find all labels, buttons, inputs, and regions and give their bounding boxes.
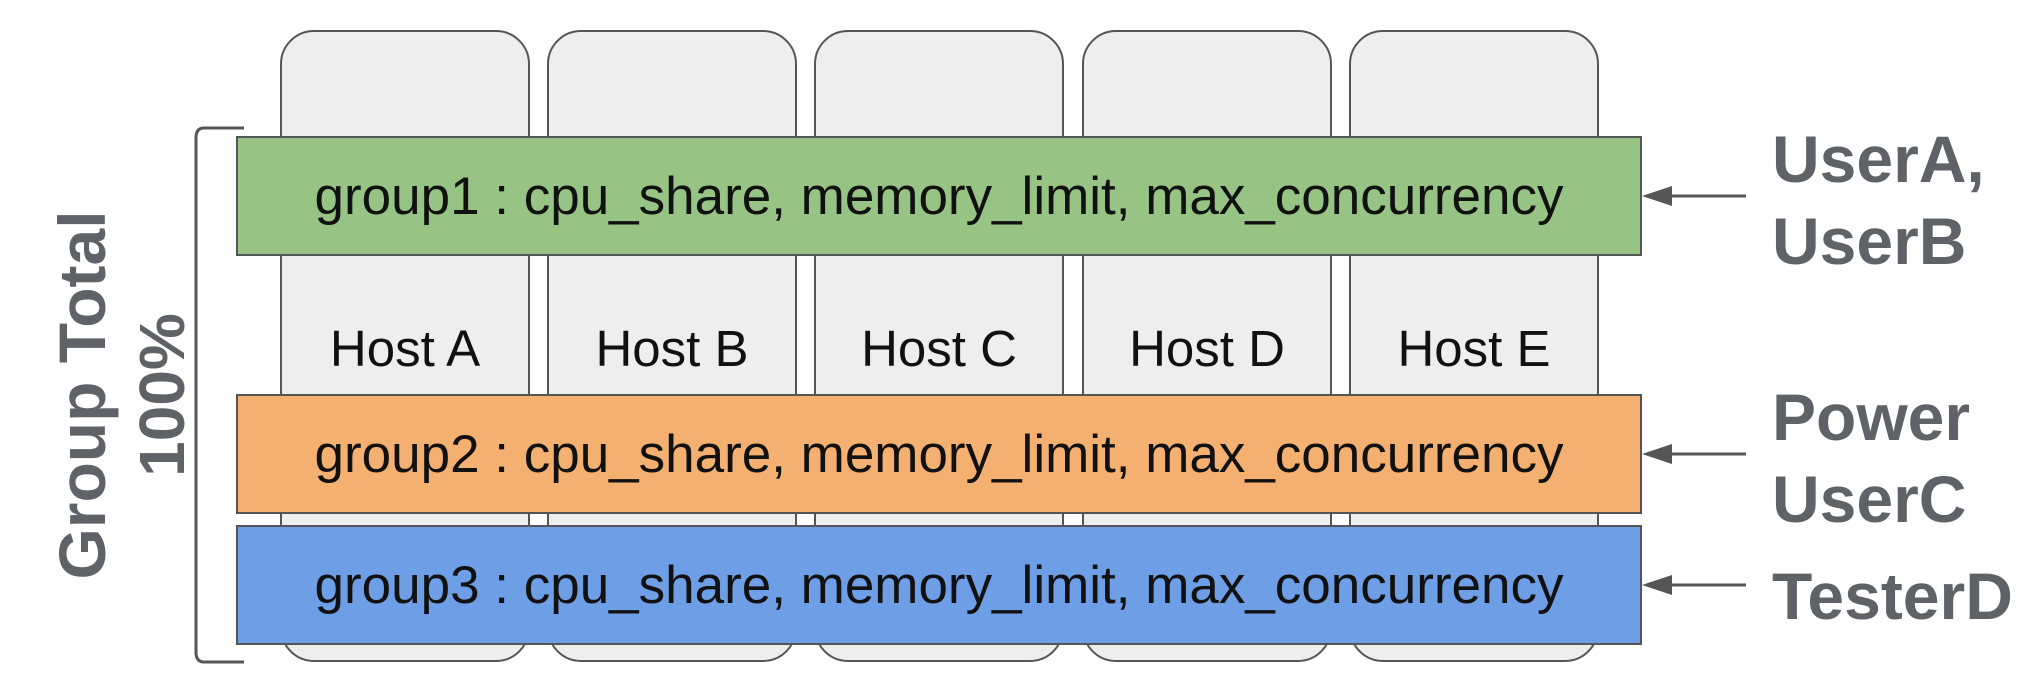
group2-users-label: Power UserC xyxy=(1772,376,1970,540)
group3-label: group3 : cpu_share, memory_limit, max_co… xyxy=(314,555,1564,615)
host-c-label: Host C xyxy=(861,320,1017,377)
group1-bar: group1 : cpu_share, memory_limit, max_co… xyxy=(236,136,1642,256)
group1-label: group1 : cpu_share, memory_limit, max_co… xyxy=(314,166,1564,226)
group1-arrow-icon xyxy=(1642,186,1746,206)
group1-users-label: UserA, UserB xyxy=(1772,118,1985,282)
host-d-label: Host D xyxy=(1129,320,1285,377)
group1-users-line: UserB xyxy=(1772,204,1967,278)
group3-users-line: TesterD xyxy=(1772,559,2013,633)
group-total-title: Group Total xyxy=(45,210,119,580)
group2-users-line: Power xyxy=(1772,380,1971,454)
group1-users-line: UserA, xyxy=(1772,122,1985,196)
host-e-label: Host E xyxy=(1397,320,1551,377)
group2-label: group2 : cpu_share, memory_limit, max_co… xyxy=(314,424,1564,484)
group2-users-line: UserC xyxy=(1772,462,1967,536)
group-total-percent: 100% xyxy=(126,313,198,477)
host-a-label: Host A xyxy=(329,320,481,377)
group3-bar: group3 : cpu_share, memory_limit, max_co… xyxy=(236,525,1642,645)
group2-arrow-icon xyxy=(1642,444,1746,464)
group-total-bracket xyxy=(194,126,244,664)
host-b-label: Host B xyxy=(595,320,749,377)
group2-bar: group2 : cpu_share, memory_limit, max_co… xyxy=(236,394,1642,514)
group3-arrow-icon xyxy=(1642,575,1746,595)
group3-users-label: TesterD xyxy=(1772,555,2013,637)
